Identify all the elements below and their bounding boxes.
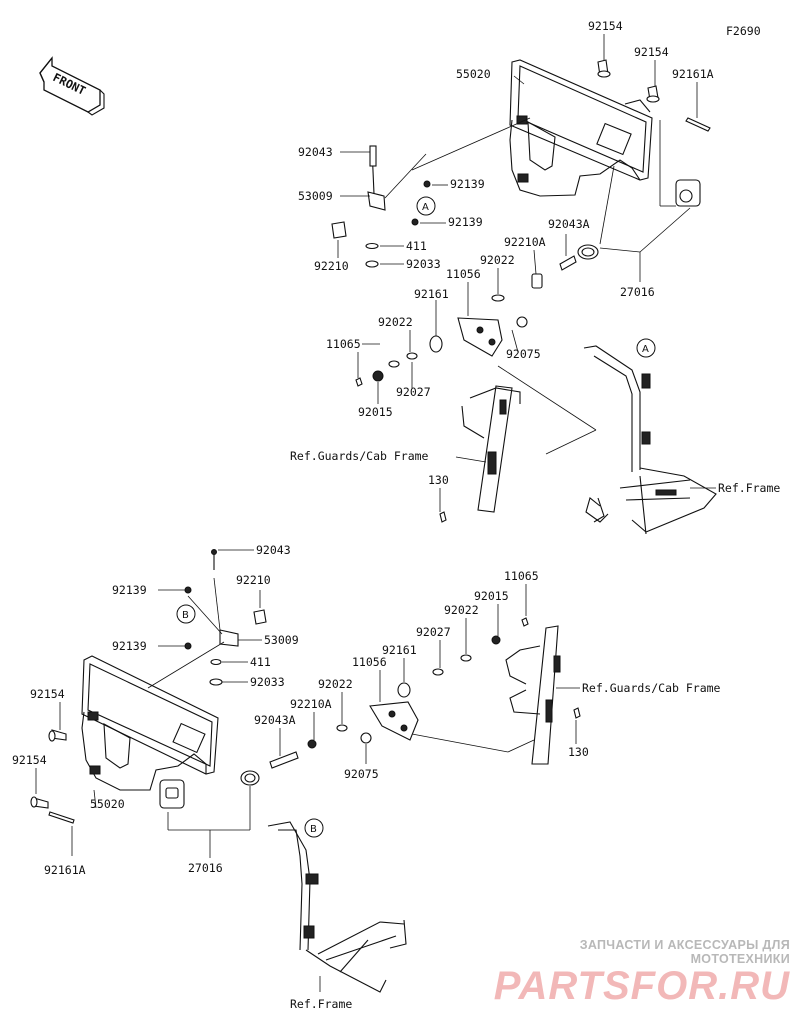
svg-text:B: B [310,824,317,835]
label-92161a: 92161A [672,67,714,81]
label-92075: 92075 [506,347,541,361]
label-ref-frame: Ref.Frame [290,997,352,1011]
watermark-tagline: ЗАПЧАСТИ И АКСЕССУАРЫ ДЛЯ МОТОТЕХНИКИ [579,938,790,966]
label-92139: 92139 [448,215,483,229]
callout-a-1: A [416,196,436,216]
pin-92161a-lower [48,811,75,824]
label-92027: 92027 [416,625,451,639]
label-92139: 92139 [112,639,147,653]
label-92075: 92075 [344,767,379,781]
bracket-53009-upper [331,145,431,268]
label-11065: 11065 [504,569,539,583]
hinge-plate-lower [269,617,529,769]
label-92210a: 92210A [504,235,546,249]
bolt-92154-lower [30,729,67,809]
label-130: 130 [568,745,589,759]
upper-assembly: A A [331,34,717,535]
label-130: 130 [428,473,449,487]
lower-assembly: B B [30,549,581,993]
label-92015: 92015 [358,405,393,419]
label-53009: 53009 [298,189,333,203]
upper-labels: 92154 92154 92161A 55020 92043 92139 530… [290,19,780,495]
label-92154: 92154 [30,687,65,701]
label-92210: 92210 [314,259,349,273]
bracket-53009-lower [184,549,267,686]
label-55020: 55020 [456,67,491,81]
label-92022: 92022 [444,603,479,617]
cab-frame-upper [439,385,521,523]
label-11056: 11056 [352,655,387,669]
tail-lamp-housing-lower [81,655,219,791]
watermark: ЗАПЧАСТИ И АКСЕССУАРЫ ДЛЯ МОТОТЕХНИКИ PA… [478,938,790,1006]
label-92022: 92022 [318,677,353,691]
leaders-upper [337,34,716,512]
label-ref-guards-cab-frame: Ref.Guards/Cab Frame [290,449,429,463]
pin-92161a-upper [685,117,711,132]
label-92022: 92022 [480,253,515,267]
label-92043a: 92043A [254,713,296,727]
leaders-lower [35,549,580,992]
tail-lamp-housing-upper [509,59,653,197]
label-92154: 92154 [12,753,47,767]
label-92161a: 92161A [44,863,86,877]
svg-text:A: A [642,344,649,355]
label-92139: 92139 [450,177,485,191]
label-11065: 11065 [326,337,361,351]
bolt-92154-upper [597,59,660,103]
label-411: 411 [406,239,427,253]
callout-b-1: B [176,604,196,624]
label-53009: 53009 [264,633,299,647]
label-92161: 92161 [414,287,449,301]
bulb-socket-lower [159,770,260,809]
label-27016: 27016 [620,285,655,299]
watermark-brand: PARTSFOR.RU [493,964,790,1008]
cab-frame-lower [505,625,581,765]
label-55020: 55020 [90,797,125,811]
label-92033: 92033 [250,675,285,689]
label-92043a: 92043A [548,217,590,231]
label-92154: 92154 [588,19,623,33]
label-11056: 11056 [446,267,481,281]
label-92210a: 92210A [290,697,332,711]
label-92033: 92033 [406,257,441,271]
label-ref-guards-cab-frame: Ref.Guards/Cab Frame [582,681,721,695]
bulb-socket-upper [577,179,701,260]
label-92022: 92022 [378,315,413,329]
figure-code: F2690 [726,24,761,38]
label-92027: 92027 [396,385,431,399]
callout-b-2: B [304,818,324,838]
svg-text:B: B [182,610,189,621]
svg-text:A: A [422,202,429,213]
main-frame-lower [267,821,407,993]
hinge-plate-upper [355,255,577,387]
label-27016: 27016 [188,861,223,875]
front-arrow-icon: FRONT [39,56,105,116]
main-frame-upper [583,345,717,535]
label-92139: 92139 [112,583,147,597]
label-92043: 92043 [298,145,333,159]
label-92210: 92210 [236,573,271,587]
label-92043: 92043 [256,543,291,557]
label-92161: 92161 [382,643,417,657]
callout-a-2: A [636,338,656,358]
label-92015: 92015 [474,589,509,603]
label-ref-frame: Ref.Frame [718,481,780,495]
label-411: 411 [250,655,271,669]
lower-labels: 92043 92139 92210 53009 92139 411 92033 … [12,543,721,1011]
label-92154: 92154 [634,45,669,59]
